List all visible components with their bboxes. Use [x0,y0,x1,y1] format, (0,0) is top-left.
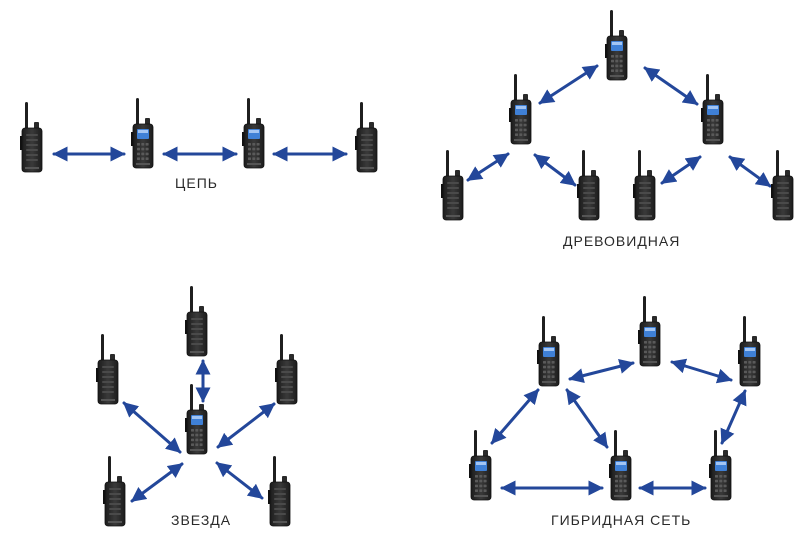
star-radio-lower-left [103,456,126,527]
hybrid-link-4 [565,388,609,449]
hybrid-link-2 [670,358,733,384]
star-radio-center [185,384,208,455]
tree-link-top-right [643,66,699,106]
chain-radio-2 [131,98,154,169]
tree-radio-root [605,10,628,81]
tree-radio-leaf-1 [441,150,464,221]
tree-link-left-2 [533,153,577,187]
tree-topology-label: ДРЕВОВИДНАЯ [563,233,681,249]
tree-link-top-left [538,64,599,105]
hybrid-link-5 [720,389,747,445]
star-link-lower-left [130,462,184,503]
hybrid-radio-bottom-left [469,430,492,501]
hybrid-radio-right-top [738,316,761,387]
hybrid-topology-label: ГИБРИДНАЯ СЕТЬ [551,512,692,528]
chain-radio-3 [242,98,265,169]
tree-radio-leaf-3 [633,150,656,221]
tree-radio-right [701,74,724,145]
tree-radio-left [509,74,532,145]
hybrid-link-1 [568,359,635,383]
star-link-upper-right [216,402,276,449]
star-topology-label: ЗВЕЗДА [171,512,232,528]
hybrid-radio-bottom-right [709,430,732,501]
tree-link-left-1 [466,152,510,182]
chain-radio-1 [20,102,43,173]
tree-link-right-2 [728,155,772,188]
chain-topology-label: ЦЕПЬ [175,175,218,191]
tree-radio-leaf-4 [771,150,794,221]
star-link-upper-left [122,401,182,454]
chain-radio-4 [355,102,378,173]
hybrid-radio-top [638,296,661,367]
star-radio-upper-left [96,334,119,405]
star-radio-upper-right [275,334,298,405]
hybrid-radio-left-top [537,316,560,387]
hybrid-link-3 [490,388,540,445]
tree-link-right-1 [660,155,702,185]
star-link-lower-right [215,461,264,500]
hybrid-radio-bottom-center [609,430,632,501]
tree-radio-leaf-2 [577,150,600,221]
star-radio-top [185,286,208,357]
star-radio-lower-right [268,456,291,527]
